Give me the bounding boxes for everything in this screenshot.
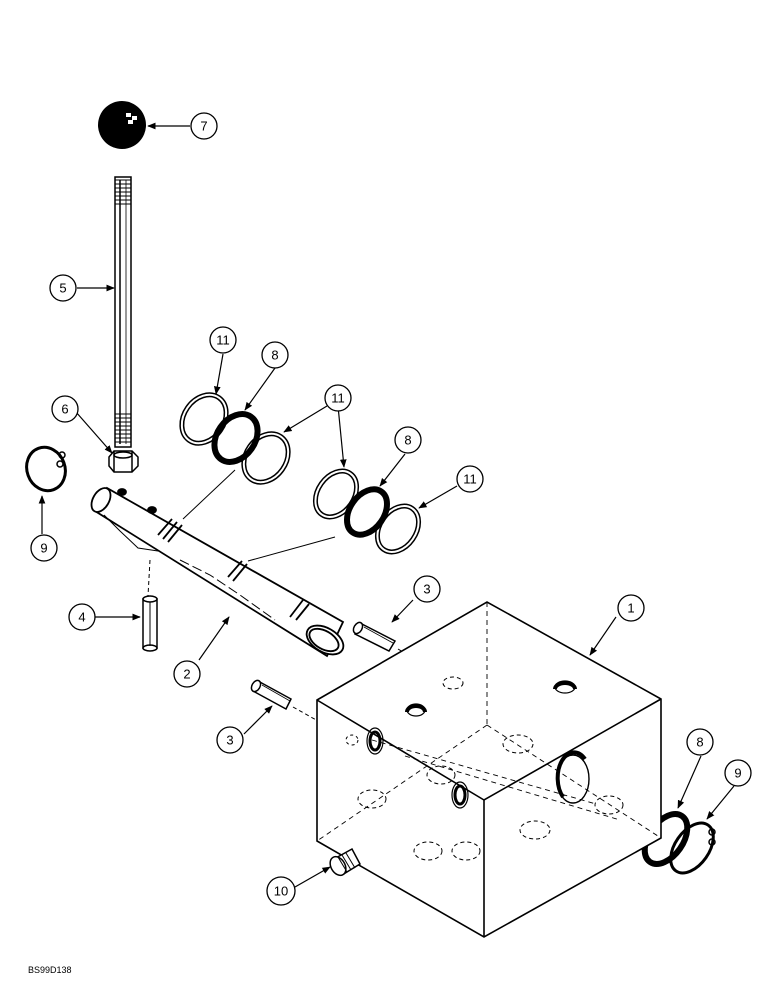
svg-text:9: 9: [40, 541, 47, 556]
leader-lines: [38, 122, 735, 888]
snap-ring-left-part: [25, 445, 67, 493]
plug-part: [329, 847, 361, 877]
svg-text:11: 11: [331, 391, 345, 406]
svg-text:10: 10: [274, 884, 288, 899]
roll-pin-part: [142, 595, 158, 652]
svg-text:9: 9: [734, 766, 741, 781]
snap-ring-right-part: [669, 821, 716, 875]
callout-8-a: 8: [261, 341, 289, 369]
nut-part: [108, 450, 139, 473]
callout-5: 5: [49, 274, 77, 302]
drawing-code: BS99D138: [28, 965, 72, 975]
svg-text:8: 8: [271, 348, 278, 363]
svg-text:1: 1: [627, 601, 634, 616]
callout-10: 10: [266, 876, 296, 906]
svg-text:7: 7: [200, 119, 207, 134]
threaded-rod-part: [114, 176, 132, 448]
svg-text:6: 6: [61, 402, 68, 417]
svg-text:4: 4: [78, 610, 85, 625]
dowel-pin-upper-part: [352, 621, 397, 652]
svg-text:8: 8: [404, 433, 411, 448]
callout-6: 6: [51, 395, 79, 423]
callout-11-a: 11: [209, 326, 237, 354]
valve-body-block-part: [316, 601, 662, 938]
svg-text:8: 8: [696, 735, 703, 750]
spool-shaft-part: [90, 486, 345, 658]
callout-9-left: 9: [30, 534, 58, 562]
callout-11-b: 11: [324, 384, 352, 412]
callout-7: 7: [190, 112, 218, 140]
svg-text:3: 3: [423, 582, 430, 597]
svg-text:11: 11: [463, 472, 477, 487]
svg-text:2: 2: [183, 667, 190, 682]
svg-text:3: 3: [226, 733, 233, 748]
callout-11-c: 11: [456, 465, 484, 493]
callout-3-lower: 3: [216, 726, 244, 754]
backup-rings: [179, 392, 422, 555]
callout-1: 1: [617, 594, 645, 622]
callout-3-upper: 3: [413, 575, 441, 603]
callout-8-b: 8: [394, 426, 422, 454]
callout-4: 4: [68, 603, 96, 631]
knob-part: [98, 101, 146, 149]
svg-text:11: 11: [216, 333, 230, 348]
callout-2: 2: [173, 660, 201, 688]
dowel-pin-lower-part: [250, 679, 292, 711]
callout-9-right: 9: [724, 759, 752, 787]
svg-text:5: 5: [59, 281, 66, 296]
callout-8-c: 8: [686, 728, 714, 756]
